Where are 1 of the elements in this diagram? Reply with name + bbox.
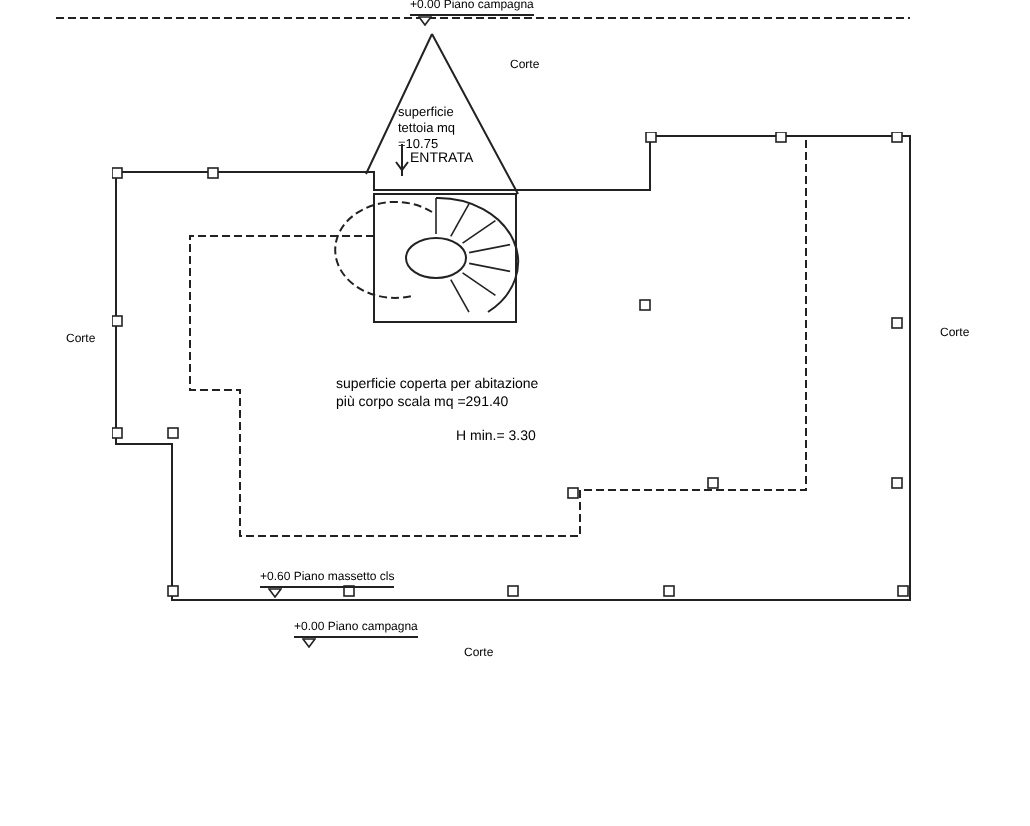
floor-plan-outline: [112, 132, 916, 606]
